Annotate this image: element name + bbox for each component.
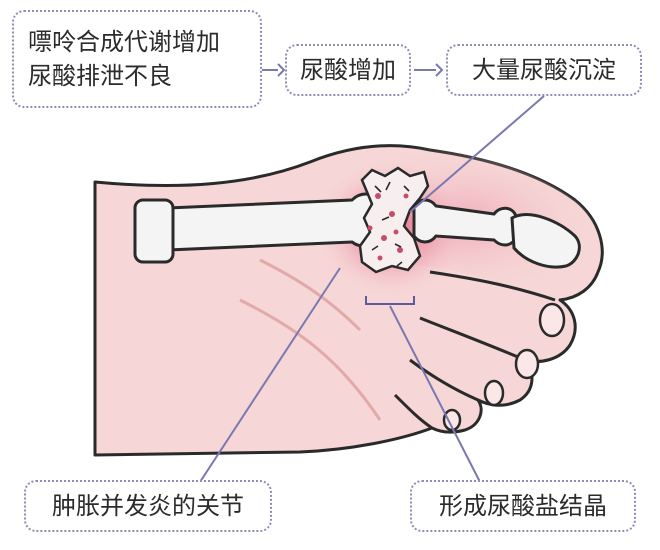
swollen-joint-text: 肿胀并发炎的关节 [52, 492, 244, 520]
urate-deposit-text: 大量尿酸沉淀 [472, 56, 616, 84]
toenail-2 [538, 302, 566, 338]
distal-phalanx [510, 213, 581, 269]
crystal-bracket [365, 296, 415, 305]
swollen-joint-label: 肿胀并发炎的关节 [24, 480, 272, 532]
toenail-4 [483, 379, 505, 407]
urate-crystal-cluster [358, 166, 430, 274]
toe-gap-2 [419, 316, 526, 362]
skin-shading [239, 298, 382, 421]
cause-text: 嘌呤合成代谢增加 尿酸排泄不良 [28, 28, 220, 90]
toenail-5 [442, 408, 462, 432]
urate-crystals-text: 形成尿酸盐结晶 [439, 492, 607, 520]
toe-gap-1 [429, 270, 556, 302]
toenail-3 [514, 348, 540, 380]
bone-base [133, 198, 175, 264]
toe-gap-4 [393, 393, 433, 430]
toe-gap-3 [409, 358, 479, 402]
urate-crystals-label: 形成尿酸盐结晶 [410, 480, 636, 532]
urate-deposit-label: 大量尿酸沉淀 [446, 44, 642, 96]
uric-acid-increase-label: 尿酸增加 [285, 44, 411, 96]
leader-deposit [409, 95, 545, 213]
leader-crystal [389, 305, 481, 483]
arrow-acid-to-deposit [414, 63, 444, 77]
cause-label: 嘌呤合成代谢增加 尿酸排泄不良 [12, 10, 262, 108]
skin-shading-2 [259, 258, 362, 332]
uric-acid-increase-text: 尿酸增加 [300, 56, 396, 84]
leader-swollen [199, 267, 341, 483]
